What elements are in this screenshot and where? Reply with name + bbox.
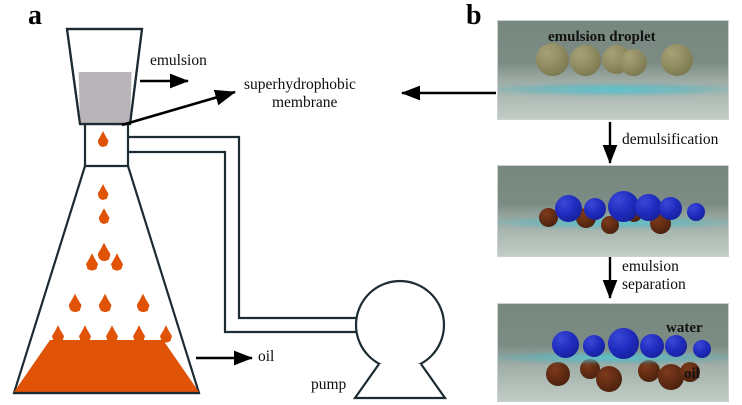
label-oil-outlet: oil [258,348,275,365]
label-demulsification: demulsification [622,131,719,148]
label-emulsion: emulsion [150,52,207,69]
photo-sphere-brown [546,362,570,386]
photo-label-water: water [666,320,703,336]
photo-sphere-blue [555,195,582,222]
photo-sphere-blue [608,191,639,222]
photo-sphere-blue [635,194,662,221]
flask-neck [83,124,130,168]
funnel-vessel [65,27,144,126]
photo-sphere-olive [661,44,693,76]
photo-sphere-blue [584,198,606,220]
oil-droplet [97,184,109,200]
label-emulsion-separation-line1: emulsion [622,258,679,275]
photo-emulsion-separation: water oil [497,303,729,402]
oil-droplet [98,208,110,224]
photo-demulsification [497,165,729,257]
photo-sphere-blue [640,334,664,358]
membrane-sheet-icon [498,83,728,96]
photo-sphere-brown [539,208,558,227]
photo-emulsion-droplet: emulsion droplet [497,20,729,120]
photo-sphere-blue [693,340,711,358]
photo-sphere-blue [665,335,687,357]
photo-sphere-blue [659,197,682,220]
photo-sphere-brown [658,364,684,390]
photo-sphere-blue [608,328,639,359]
label-pump: pump [311,376,347,393]
oil-layer [14,340,199,395]
arrow-membrane-pointer [121,89,236,127]
photo-sphere-olive [620,49,647,76]
photo-sphere-brown [596,366,622,392]
photo-sphere-blue [687,203,705,221]
oil-droplet [97,131,109,147]
label-membrane-line1: superhydrophobic [244,76,356,93]
label-membrane-line2: membrane [272,94,338,111]
photo-label-oil: oil [684,366,700,382]
photo-sphere-olive [570,45,601,76]
panel-letter-a: a [28,0,42,31]
photo-sphere-blue [583,335,605,357]
photo-sphere-brown [580,359,600,379]
photo-sphere-blue [552,331,579,358]
photo-caption-emulsion-droplet: emulsion droplet [548,29,656,45]
panel-letter-b: b [466,0,482,31]
photo-sphere-brown [680,362,700,382]
label-emulsion-separation-line2: separation [622,276,686,293]
photo-sphere-brown [638,360,660,382]
pump-unit [352,279,448,400]
photo-sphere-brown [601,216,619,234]
photo-sphere-olive [536,43,569,76]
